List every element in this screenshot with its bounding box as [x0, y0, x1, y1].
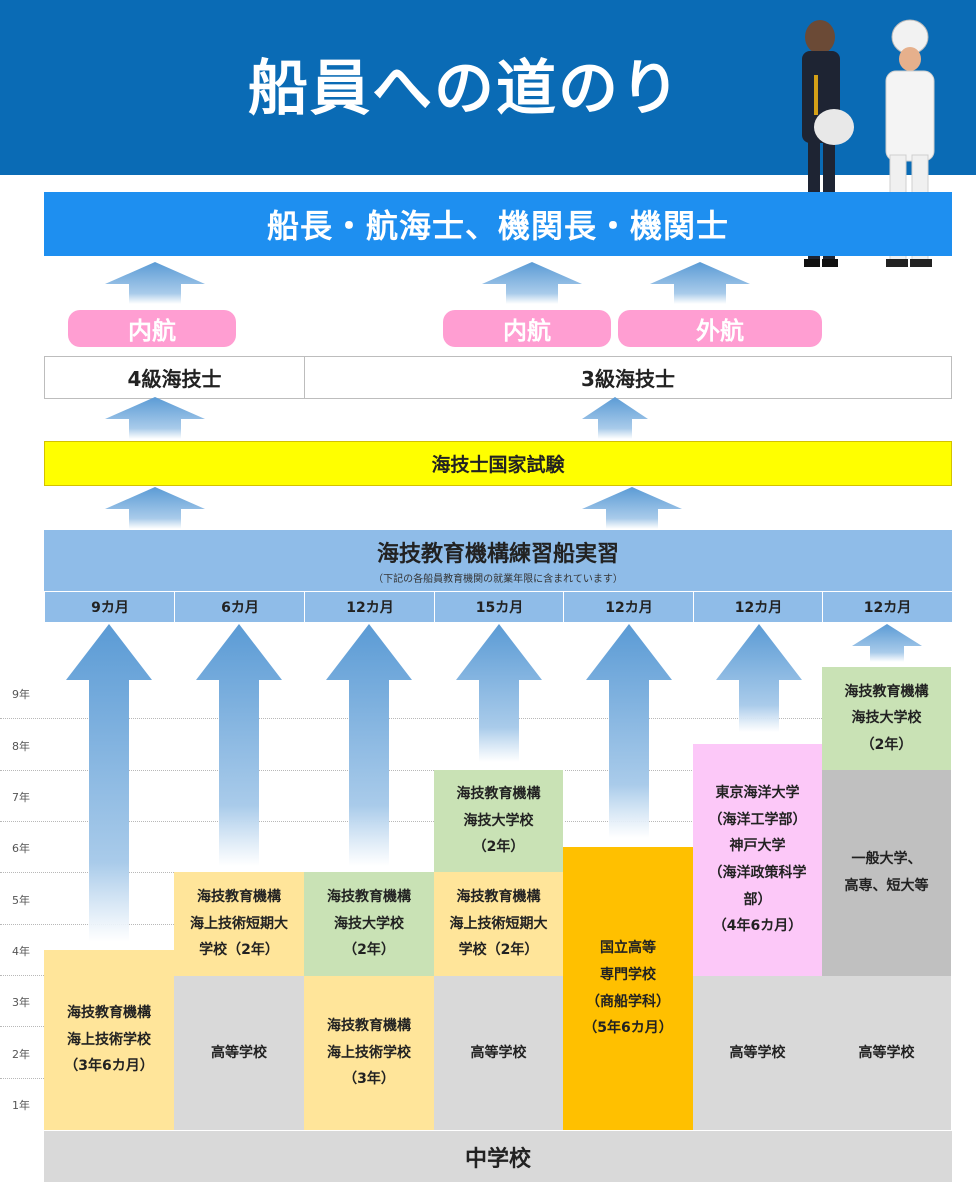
junior-high-school-bar: 中学校: [44, 1131, 952, 1182]
duration-cell: 12カ月: [563, 592, 694, 622]
maritime-tech-school-box: 海技教育機構海上技術学校（3年）: [304, 976, 435, 1130]
year-label: 5年: [12, 894, 30, 907]
university-box: 東京海洋大学（海洋工学部）神戸大学（海洋政策科学部）（4年6カ月）: [693, 744, 823, 976]
year-label: 7年: [12, 791, 30, 804]
duration-cell: 12カ月: [693, 592, 823, 622]
duration-cell: 12カ月: [304, 592, 435, 622]
year-label: 6年: [12, 842, 30, 855]
training-ship-title: 海技教育機構練習船実習: [376, 542, 619, 567]
national-exam-bar: 海技士国家試験: [44, 441, 952, 486]
duration-cell: 15カ月: [434, 592, 564, 622]
up-arrow-icon: [105, 397, 205, 439]
year-label: 3年: [12, 996, 30, 1009]
training-ship-note: （下記の各船員教育機関の就業年限に含まれています）: [373, 574, 623, 585]
maritime-junior-college-box: 海技教育機構海上技術短期大学校（2年）: [174, 872, 305, 976]
maritime-tech-school-box: 海技教育機構海上技術学校（3年6カ月）: [44, 950, 175, 1130]
up-arrow-icon: [105, 487, 205, 529]
duration-cell: 9カ月: [44, 592, 175, 622]
up-arrow-icon: [582, 487, 682, 529]
year-gridline: [0, 718, 952, 719]
general-university-box: 一般大学、高専、短大等: [822, 770, 952, 976]
year-label: 4年: [12, 945, 30, 958]
up-arrow-icon: [105, 262, 205, 304]
maritime-college-box: 海技教育機構海技大学校（2年）: [822, 667, 952, 770]
up-arrow-icon: [66, 624, 152, 942]
high-school-box: 高等学校: [693, 976, 823, 1130]
maritime-college-box: 海技教育機構海技大学校（2年）: [304, 872, 435, 976]
license-grade4: 4級海技士: [44, 356, 305, 399]
up-arrow-icon: [716, 624, 802, 732]
page-title: 船員への道のり: [248, 54, 682, 124]
high-school-box: 高等学校: [174, 976, 305, 1130]
maritime-junior-college-box: 海技教育機構海上技術短期大学校（2年）: [434, 872, 564, 976]
up-arrow-icon: [852, 624, 922, 662]
year-label: 9年: [12, 688, 30, 701]
coastal-pill-right: 内航: [443, 310, 611, 347]
duration-cell: 12カ月: [822, 592, 952, 622]
captain-officer-bar: 船長・航海士、機関長・機関士: [44, 192, 952, 256]
up-arrow-icon: [196, 624, 282, 866]
maritime-college-box: 海技教育機構海技大学校（2年）: [434, 770, 564, 872]
national-tech-college-box: 国立高等専門学校（商船学科）（5年6カ月）: [563, 847, 694, 1130]
duration-cell: 6カ月: [174, 592, 305, 622]
up-arrow-icon: [582, 397, 648, 439]
year-label: 8年: [12, 740, 30, 753]
year-label: 1年: [12, 1099, 30, 1112]
training-ship-bar: [44, 530, 952, 591]
high-school-box: 高等学校: [434, 976, 564, 1130]
high-school-box: 高等学校: [822, 976, 952, 1130]
ocean-going-pill: 外航: [618, 310, 822, 347]
license-grade3: 3級海技士: [304, 356, 952, 399]
coastal-pill-left: 内航: [68, 310, 236, 347]
up-arrow-icon: [586, 624, 672, 838]
up-arrow-icon: [650, 262, 750, 304]
up-arrow-icon: [482, 262, 582, 304]
year-label: 2年: [12, 1048, 30, 1061]
up-arrow-icon: [456, 624, 542, 762]
up-arrow-icon: [326, 624, 412, 866]
